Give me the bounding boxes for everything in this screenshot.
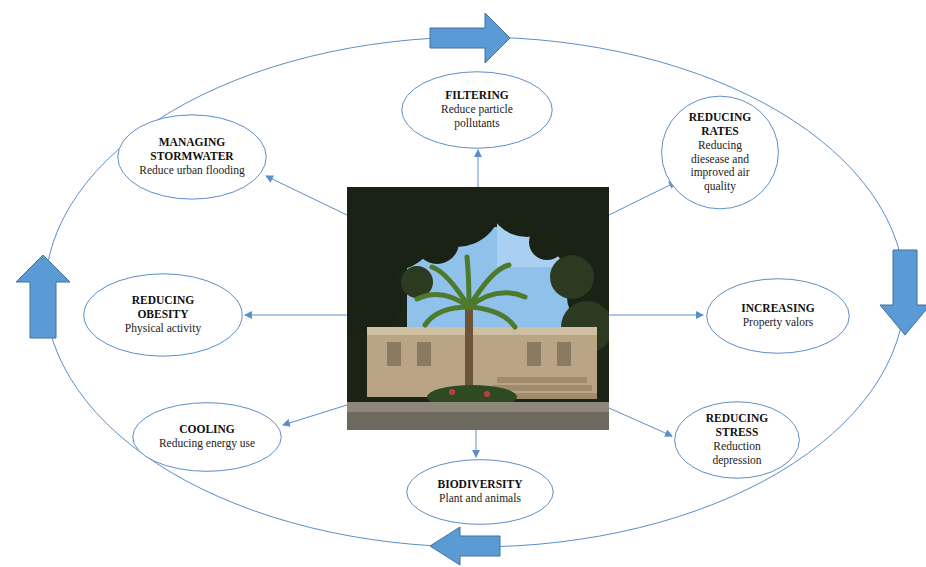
benefit-heading: REDUCING STRESS	[692, 412, 783, 440]
benefit-description: Property valors	[743, 316, 814, 330]
cycle-arrow-left	[16, 255, 70, 338]
benefit-ellipse: INCREASINGProperty valors	[706, 278, 850, 354]
text-stack: REDUCING RATESReducing diesease and impr…	[678, 111, 763, 194]
cycle-ellipse	[45, 37, 905, 547]
benefit-heading: MANAGING STORMWATER	[138, 136, 246, 164]
benefit-heading: REDUCING RATES	[678, 111, 763, 139]
text-stack: REDUCING OBESITYPhysical activity	[106, 294, 221, 335]
benefit-description: Reduce particle pollutants	[423, 103, 532, 131]
cycle-arrow-top	[430, 13, 510, 63]
benefit-ellipse: BIODIVERSITYPlant and animals	[406, 459, 554, 525]
benefit-description: Reduce urban flooding	[139, 164, 244, 178]
leader-arrows	[245, 150, 703, 457]
benefit-heading: REDUCING OBESITY	[106, 294, 221, 322]
benefit-ellipse: REDUCING STRESSReduction depression	[674, 401, 800, 479]
benefit-heading: BIODIVERSITY	[438, 478, 523, 492]
benefit-description: Reducing diesease and improved air quali…	[678, 139, 763, 194]
text-stack: MANAGING STORMWATERReduce urban flooding	[138, 136, 246, 177]
benefit-ellipse: MANAGING STORMWATERReduce urban flooding	[117, 114, 267, 200]
text-stack: BIODIVERSITYPlant and animals	[438, 478, 523, 506]
benefit-ellipse: REDUCING RATESReducing diesease and impr…	[661, 95, 779, 210]
garden-photo	[347, 187, 609, 430]
benefit-ellipse: COOLINGReducing energy use	[132, 402, 282, 472]
benefit-description: Reducing energy use	[159, 437, 255, 451]
text-stack: REDUCING STRESSReduction depression	[692, 412, 783, 467]
benefit-ellipse: FILTERINGReduce particle pollutants	[401, 71, 553, 149]
benefit-heading: FILTERING	[445, 89, 509, 103]
text-stack: COOLINGReducing energy use	[159, 423, 255, 451]
benefit-heading: INCREASING	[741, 302, 815, 316]
text-stack: INCREASINGProperty valors	[741, 302, 815, 330]
text-stack: FILTERINGReduce particle pollutants	[423, 89, 532, 130]
benefit-description: Reduction depression	[692, 440, 783, 468]
cycle-arrow-right	[880, 250, 926, 335]
benefit-heading: COOLING	[179, 423, 235, 437]
benefit-ellipse: REDUCING OBESITYPhysical activity	[83, 273, 243, 357]
cycle-arrow-bottom	[430, 527, 500, 565]
benefit-description: Physical activity	[125, 322, 201, 336]
benefit-description: Plant and animals	[439, 492, 521, 506]
